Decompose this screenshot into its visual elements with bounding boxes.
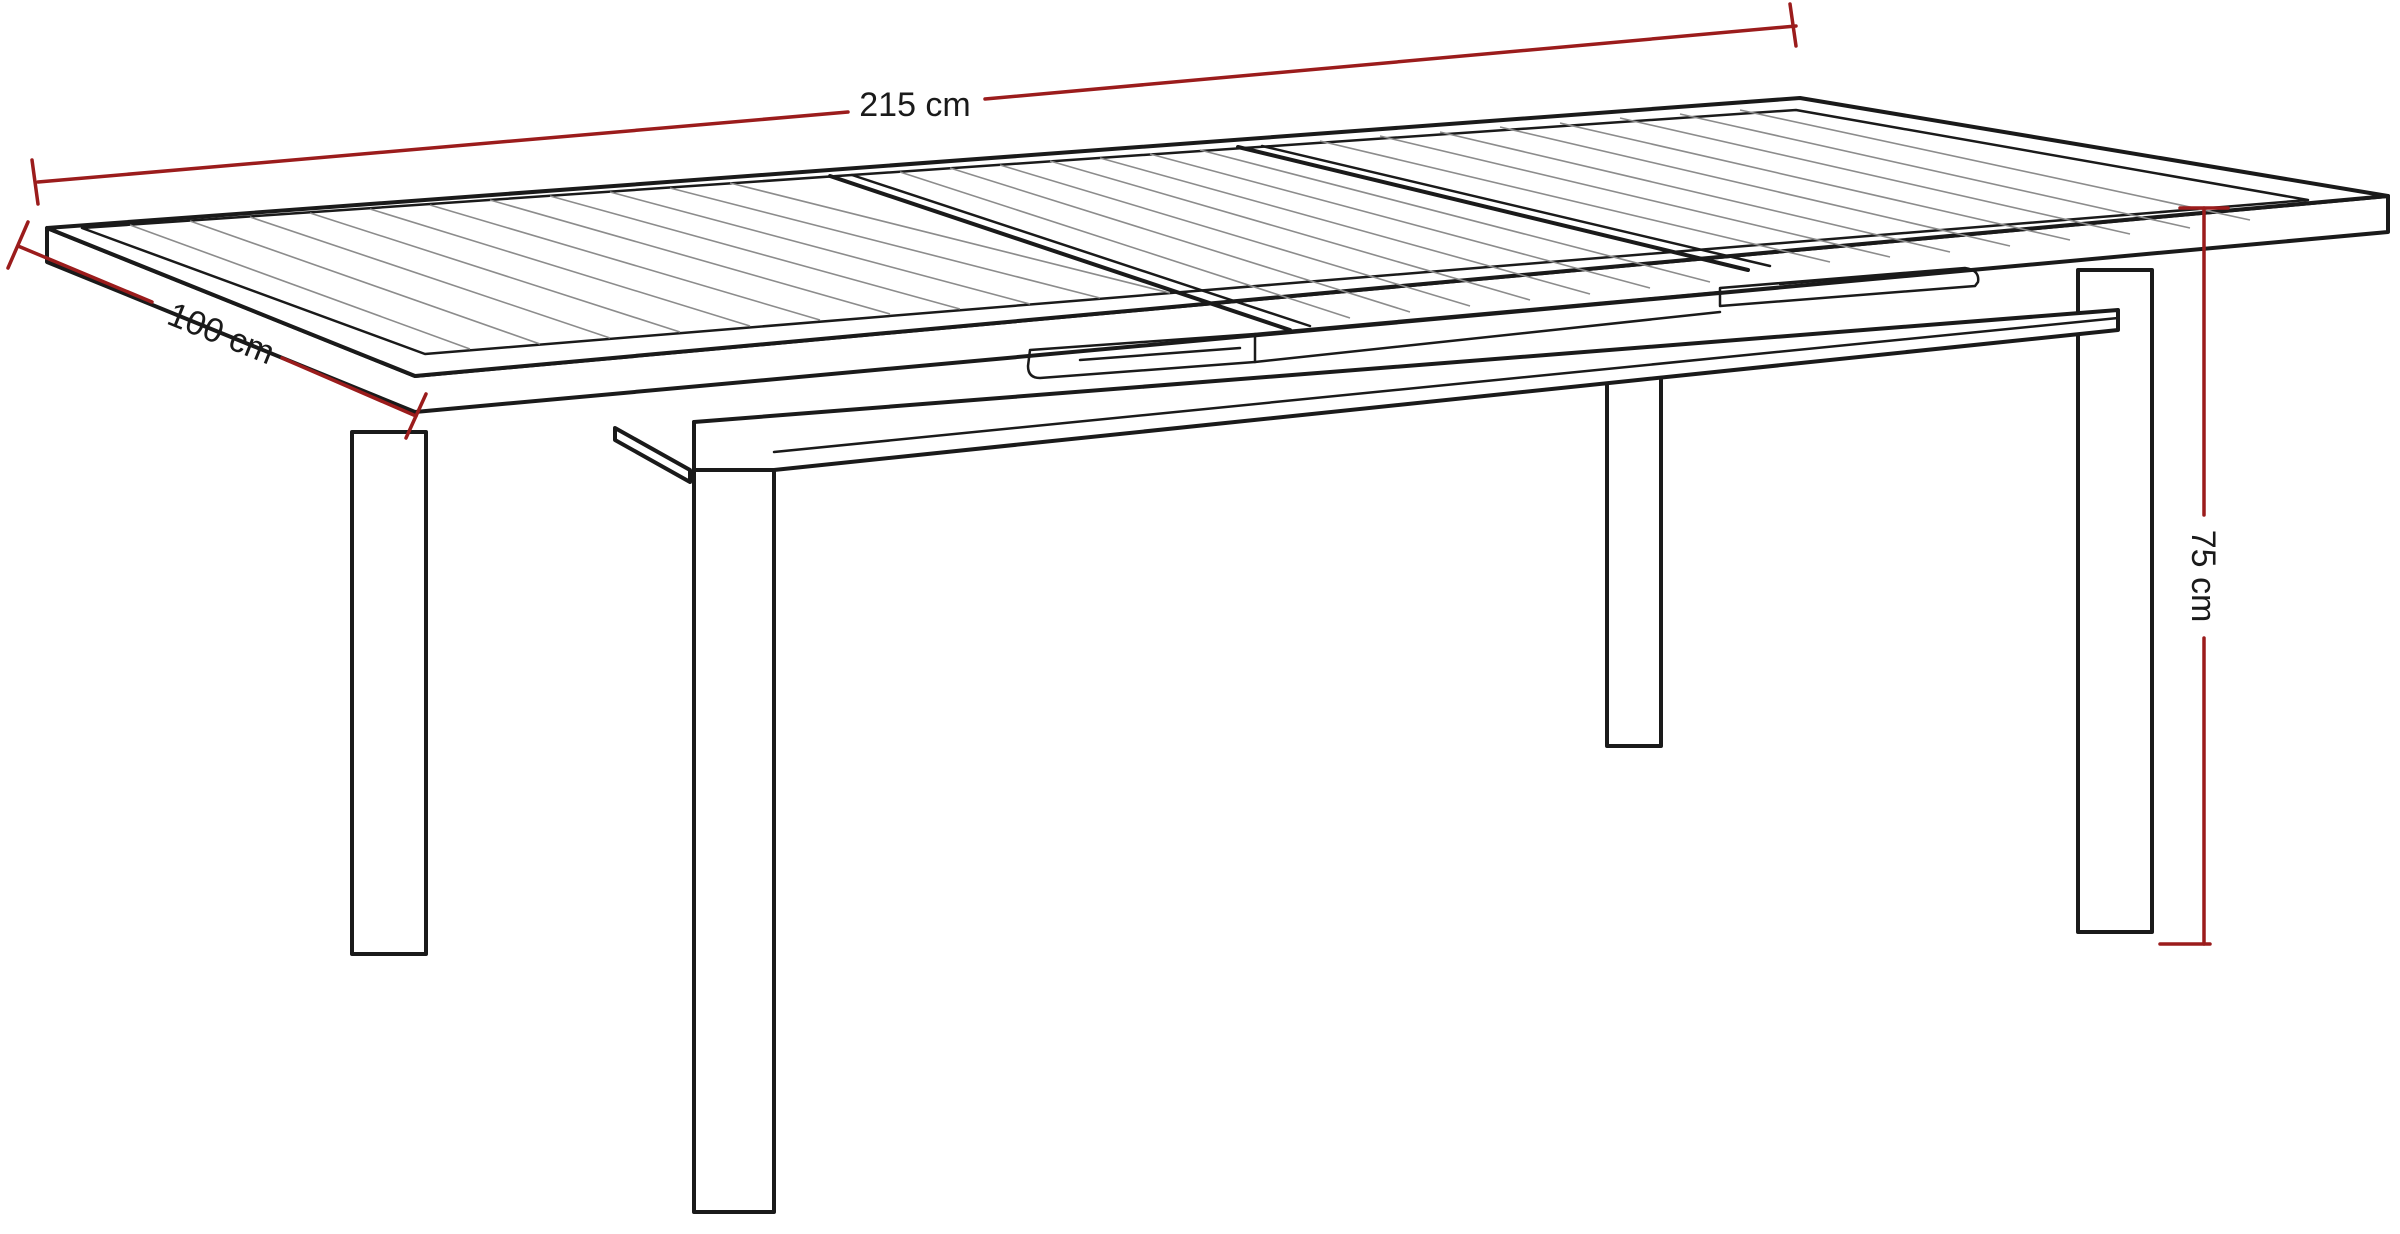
length-dimension-line-left: [36, 110, 850, 184]
right-panel-seam: [1236, 145, 1750, 272]
extension-rail-right: [1718, 266, 1980, 308]
table-top-inner-frame: [80, 108, 2310, 356]
depth-dimension-tick-left: [6, 220, 30, 270]
back-right-leg: [2076, 268, 2154, 934]
back-left-leg-stub: [613, 426, 692, 484]
extension-rail-left: [1026, 332, 1257, 380]
depth-dimension-line-right: [280, 356, 418, 418]
length-dimension: 215 cm: [30, 2, 1798, 206]
apron-lower-edge: [772, 316, 2120, 454]
middle-panel-slats: [899, 149, 1711, 319]
height-dimension-label: 75 cm: [2184, 530, 2222, 623]
length-dimension-tick-left: [30, 158, 40, 206]
depth-dimension-tick-right: [404, 392, 428, 440]
left-panel-slats: [129, 182, 1171, 350]
extension-leaf-edge: [1253, 290, 1722, 364]
front-middle-leg: [692, 420, 776, 1214]
extension-rail-left-inner: [1078, 346, 1242, 362]
back-middle-leg: [1605, 366, 1663, 748]
left-panel-seam: [828, 174, 1292, 332]
right-panel-seam-inner: [1260, 144, 1772, 268]
length-dimension-tick-right: [1788, 2, 1798, 48]
extension-rail-right-inner: [1778, 270, 1932, 286]
height-dimension: 75 cm: [2158, 206, 2230, 946]
length-dimension-label: 215 cm: [859, 86, 971, 124]
right-panel-slats: [1319, 109, 2251, 263]
left-panel-seam-inner: [850, 173, 1312, 328]
length-dimension-line-right: [983, 24, 1798, 101]
front-left-leg: [350, 430, 428, 956]
table-top-surface: [45, 96, 2390, 378]
depth-dimension-line-left: [16, 244, 154, 304]
